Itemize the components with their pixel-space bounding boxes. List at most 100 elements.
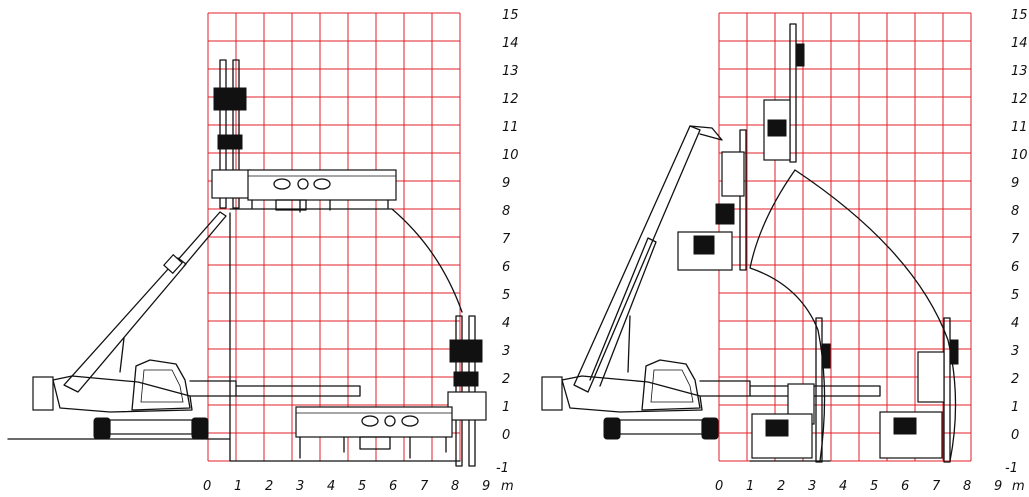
left-y-tick: 12	[502, 92, 519, 107]
left-y-tick: -1	[496, 461, 509, 476]
left-bottom-platform	[295, 406, 453, 459]
left-x-tick: 2	[265, 479, 273, 494]
left-y-tick: 2	[502, 372, 510, 387]
right-telescopic-boom-mid	[589, 237, 657, 387]
right-crawler-machine	[541, 125, 881, 440]
left-y-tick: 5	[502, 288, 510, 303]
left-y-tick: 14	[502, 36, 519, 51]
left-top-platform	[247, 169, 397, 213]
right-lowright-base-block	[893, 417, 917, 435]
right-x-tick: 8	[963, 479, 971, 494]
left-track-rear	[191, 417, 209, 440]
right-top-mast-clamp	[767, 119, 787, 137]
right-track-front	[603, 417, 621, 440]
right-x-tick: 7	[932, 479, 941, 494]
left-top-platform-hole-a	[273, 178, 291, 190]
left-cab	[131, 359, 191, 411]
left-top-mast-carriage	[211, 169, 251, 199]
left-y-tick: 10	[502, 148, 519, 163]
left-bottom-mast-carriage	[447, 391, 487, 421]
left-y-tick: 8	[502, 204, 510, 219]
left-top-platform-hole-b	[297, 178, 309, 190]
right-attachment-lower-left	[751, 317, 831, 463]
right-y-tick: 3	[1011, 344, 1019, 359]
left-crawler-machine	[32, 211, 361, 440]
right-y-tick: 13	[1011, 64, 1028, 79]
right-y-tick: 12	[1011, 92, 1028, 107]
right-lowleft-mast-head	[821, 343, 831, 369]
left-x-tick: 8	[451, 479, 459, 494]
left-top-mast-clamp	[217, 134, 243, 150]
left-x-tick: 1	[234, 479, 242, 494]
left-crawler-track	[93, 417, 209, 440]
right-upper-mast-rail	[739, 129, 747, 271]
right-lowright-mast-rail	[943, 317, 951, 463]
right-unit-label: m	[1012, 479, 1025, 494]
left-top-mast-attachment	[211, 59, 251, 209]
right-attachment-upper-mid	[677, 129, 747, 271]
left-track-body	[109, 419, 193, 435]
left-x-tick: 0	[203, 479, 211, 494]
right-upper-mast-carriage	[721, 151, 745, 197]
left-bottom-mast-rail-a	[455, 315, 463, 467]
right-top-mast-head	[795, 43, 805, 67]
right-upper-mast-clamp	[715, 203, 735, 225]
right-lowleft-base-block	[765, 419, 789, 437]
right-x-tick: 2	[777, 479, 785, 494]
left-arm-horizontal	[189, 380, 361, 397]
right-track-rear	[701, 417, 719, 440]
right-lowleft-mast-rail	[815, 317, 823, 463]
right-arm-horizontal	[699, 380, 881, 397]
left-bottom-platform-box	[359, 436, 391, 450]
left-x-tick: 9	[482, 479, 490, 494]
left-counterweight	[32, 376, 54, 411]
left-x-tick: 3	[296, 479, 304, 494]
right-lowright-mast-head	[949, 339, 959, 365]
right-x-tick: 5	[870, 479, 878, 494]
left-bottom-platform-hole-a	[361, 415, 379, 427]
right-x-tick: 1	[746, 479, 754, 494]
right-upper-base-block	[693, 235, 715, 255]
right-attachment-top	[763, 23, 805, 163]
left-bottom-platform-hole-c	[401, 415, 419, 427]
left-top-mast-rail-a	[219, 59, 227, 209]
left-bottom-mast-attachment	[447, 315, 487, 467]
left-y-tick: 3	[502, 344, 510, 359]
right-x-tick: 9	[994, 479, 1002, 494]
left-bottom-mast-rail-b	[468, 315, 476, 467]
right-y-tick: 4	[1011, 316, 1019, 331]
right-y-tick: 6	[1011, 260, 1019, 275]
right-y-tick: -1	[1005, 461, 1018, 476]
left-grid	[207, 12, 461, 462]
left-top-platform-box	[275, 199, 307, 211]
left-reach-envelope	[229, 208, 463, 462]
right-x-tick: 6	[901, 479, 909, 494]
left-x-axis-ticks: 0 1 2 3 4 5 6 7 8 9 m	[203, 479, 514, 494]
left-top-mast-rail-b	[232, 59, 240, 209]
right-cab	[641, 359, 701, 411]
right-counterweight	[541, 376, 563, 411]
right-x-tick: 3	[808, 479, 816, 494]
left-y-tick: 13	[502, 64, 519, 79]
right-reach-envelope-inner	[749, 169, 826, 462]
left-boom-collar	[163, 253, 183, 275]
right-lowright-mast-carriage	[917, 351, 945, 403]
left-x-tick: 4	[327, 479, 335, 494]
left-x-tick: 7	[420, 479, 429, 494]
left-y-tick: 11	[502, 120, 519, 135]
left-boom-extension	[175, 211, 227, 267]
left-bottom-platform-frame	[295, 406, 453, 438]
left-unit-label: m	[501, 479, 514, 494]
left-track-front	[93, 417, 111, 440]
right-y-tick: 11	[1011, 120, 1028, 135]
right-y-tick: 8	[1011, 204, 1019, 219]
right-telescopic-boom-raised	[573, 125, 701, 393]
right-y-tick: 10	[1011, 148, 1028, 163]
right-x-tick: 0	[715, 479, 723, 494]
right-y-tick: 14	[1011, 36, 1028, 51]
left-top-mast-head	[213, 87, 247, 111]
right-y-tick: 9	[1011, 176, 1019, 191]
left-bottom-platform-hole-b	[384, 415, 396, 427]
left-bottom-mast-clamp	[453, 371, 479, 387]
